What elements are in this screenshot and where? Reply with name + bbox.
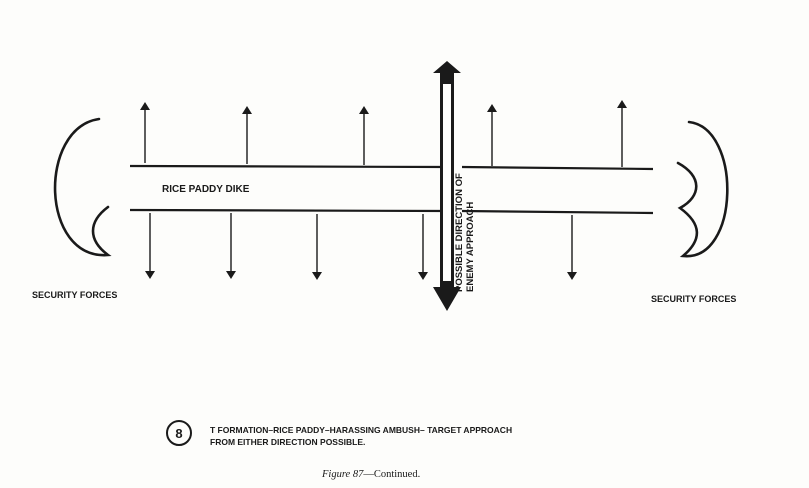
- enemy-approach-arrow-shaft: [443, 84, 451, 281]
- legend-line2: FROM EITHER DIRECTION POSSIBLE.: [210, 437, 365, 447]
- security-forces-label-right: SECURITY FORCES: [651, 294, 736, 304]
- security-forces-label-left: SECURITY FORCES: [32, 290, 117, 300]
- figure-caption-suffix: —Continued.: [362, 469, 420, 480]
- security-arc-right: [676, 120, 729, 258]
- dike-top-line-right: [461, 165, 654, 171]
- approach-label-line1: POSSIBLE DIRECTION OF: [454, 173, 465, 292]
- legend-number-circle: [166, 420, 192, 446]
- legend-line1: T FORMATION–RICE PADDY–HARASSING AMBUSH–…: [210, 425, 512, 435]
- figure-caption: Figure 87—Continued.: [321, 469, 420, 480]
- figure-caption-number: Figure 87: [321, 469, 364, 480]
- security-arc-left: [53, 117, 112, 257]
- approach-label: POSSIBLE DIRECTION OF ENEMY APPROACH: [454, 173, 476, 292]
- legend-number: 8: [175, 426, 182, 441]
- dike-bottom-line-left: [129, 208, 448, 213]
- dike-bottom-line-right: [461, 209, 654, 215]
- dike-top-line-left: [129, 164, 448, 169]
- approach-label-line2: ENEMY APPROACH: [465, 202, 476, 292]
- dike-label: RICE PADDY DIKE: [162, 184, 250, 195]
